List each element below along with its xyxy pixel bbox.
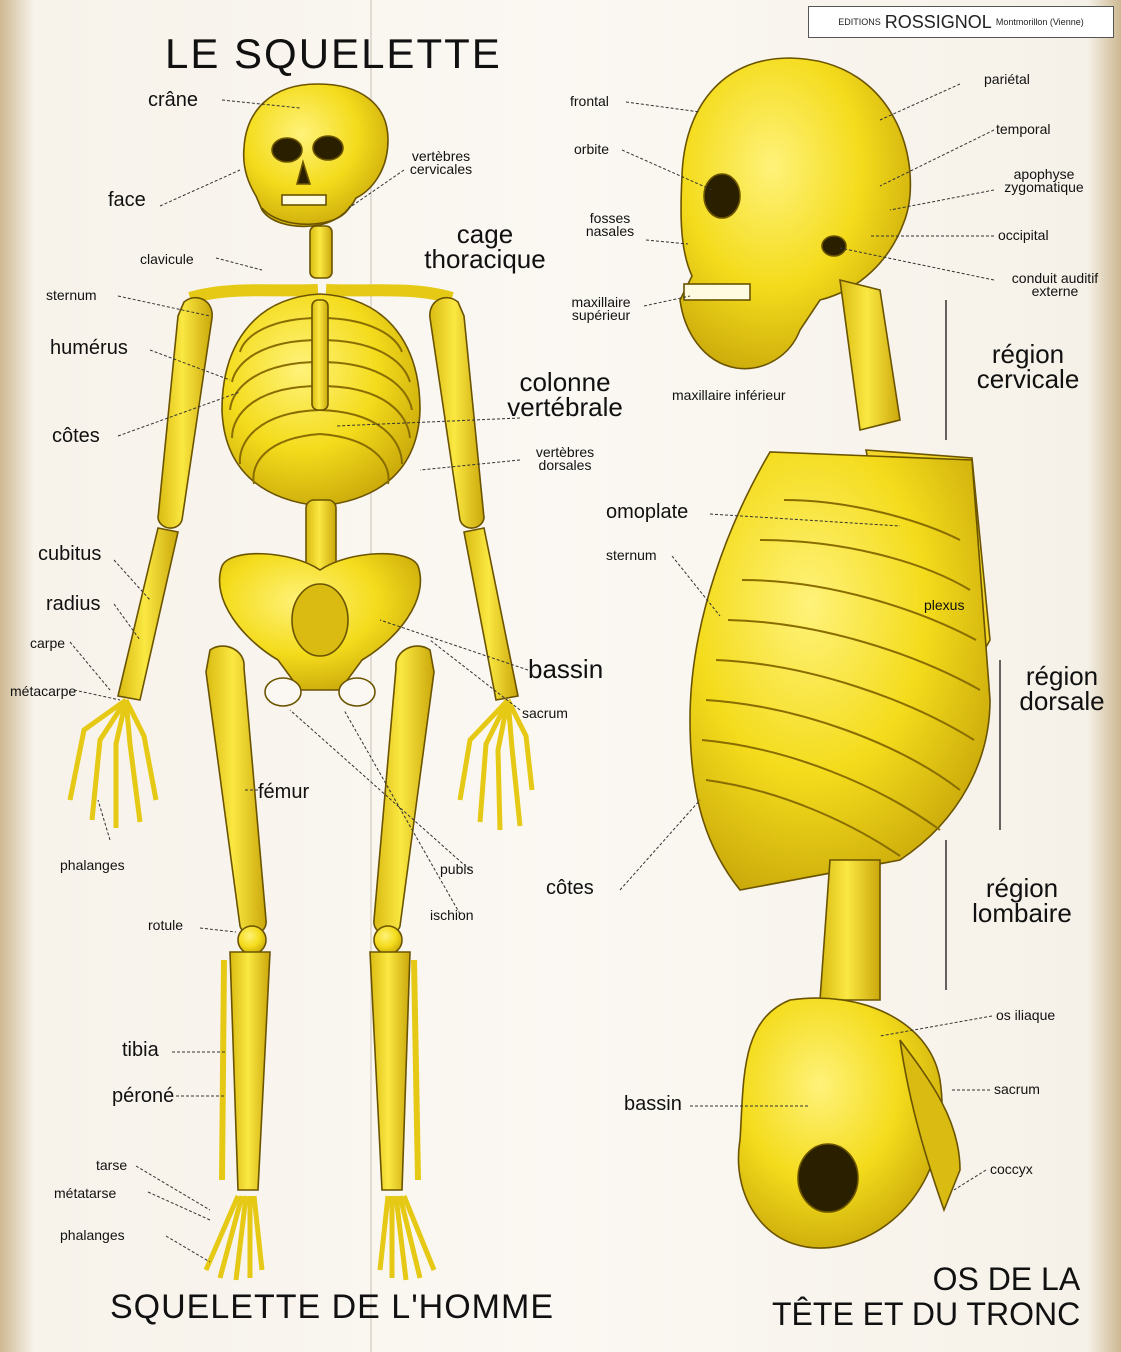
label-femur: fémur	[258, 782, 309, 802]
foot-left	[206, 1196, 262, 1280]
caption-left: SQUELETTE DE L'HOMME	[110, 1288, 554, 1327]
publisher-name: ROSSIGNOL	[885, 12, 992, 33]
label-clavicule: clavicule	[140, 252, 194, 266]
caption-right-line2: TÊTE ET DU TRONC	[772, 1297, 1080, 1332]
teeth	[282, 195, 326, 205]
label-perone: péroné	[112, 1086, 174, 1106]
publisher-place: Montmorillon (Vienne)	[996, 17, 1084, 27]
label-coccyx: coccyx	[990, 1162, 1033, 1176]
side-lumbar-spine	[820, 860, 880, 1000]
label-bassin: bassin	[528, 656, 603, 682]
label-humerus: humérus	[50, 338, 128, 358]
foot-right	[380, 1196, 434, 1280]
label-omoplate: omoplate	[606, 502, 688, 522]
label-sternum: sternum	[46, 288, 97, 302]
label-rotule: rotule	[148, 918, 183, 932]
label-maxillaire-inferieur: maxillaire inférieur	[672, 388, 786, 402]
label-sacrum-side: sacrum	[994, 1082, 1040, 1096]
hand-left	[70, 700, 156, 828]
label-maxillaire-superieur: maxillaire supérieur	[550, 296, 652, 323]
label-face: face	[108, 190, 146, 210]
label-vertebres-cervicales: vertèbres cervicales	[396, 150, 486, 177]
side-orbit	[704, 174, 740, 218]
fibula-left	[222, 960, 224, 1180]
label-vertebres-dorsales: vertèbres dorsales	[520, 446, 610, 473]
eye-socket-right	[313, 136, 343, 160]
label-cage-thoracique: cage thoracique	[410, 222, 560, 271]
label-os-iliaque: os iliaque	[996, 1008, 1055, 1022]
label-cotes: côtes	[52, 426, 100, 446]
poster-title: LE SQUELETTE	[165, 30, 502, 78]
label-cotes-side: côtes	[546, 878, 594, 898]
label-region-cervicale: région cervicale	[958, 342, 1098, 391]
label-ischion: ischion	[430, 908, 474, 922]
label-sternum-side: sternum	[606, 548, 657, 562]
label-region-dorsale: région dorsale	[1010, 664, 1114, 713]
eye-socket-left	[272, 138, 302, 162]
label-plexus: plexus	[924, 598, 964, 612]
label-fosses-nasales: fosses nasales	[570, 212, 650, 239]
label-sacrum: sacrum	[522, 706, 568, 720]
side-cervical-spine	[840, 280, 900, 430]
side-ear-canal	[822, 236, 846, 256]
sternum-bone	[312, 300, 328, 410]
publisher-stamp: EDITIONS ROSSIGNOL Montmorillon (Vienne)	[808, 6, 1114, 38]
tibia-right	[370, 952, 410, 1190]
femur-right	[374, 646, 434, 935]
publisher-editions: EDITIONS	[838, 17, 881, 27]
label-phalanges-pied: phalanges	[60, 1228, 125, 1242]
label-conduit-auditif-externe: conduit auditif externe	[996, 272, 1114, 299]
cervical-vertebrae	[310, 226, 332, 278]
side-teeth	[684, 284, 750, 300]
label-occipital: occipital	[998, 228, 1049, 242]
caption-right: OS DE LA TÊTE ET DU TRONC	[772, 1262, 1080, 1331]
label-cubitus: cubitus	[38, 544, 101, 564]
label-tibia: tibia	[122, 1040, 159, 1060]
side-pelvis	[738, 998, 942, 1248]
label-frontal: frontal	[570, 94, 609, 108]
acetabulum	[798, 1144, 858, 1212]
obturator-left	[265, 678, 301, 706]
label-radius: radius	[46, 594, 100, 614]
obturator-right	[339, 678, 375, 706]
label-bassin-side: bassin	[624, 1094, 682, 1114]
label-metatarse: métatarse	[54, 1186, 116, 1200]
caption-right-line1: OS DE LA	[772, 1262, 1080, 1297]
label-parietal: pariétal	[984, 72, 1030, 86]
label-temporal: temporal	[996, 122, 1050, 136]
patella-left	[238, 926, 266, 954]
label-tarse: tarse	[96, 1158, 127, 1172]
label-pubis: pubis	[440, 862, 473, 876]
forearm-left	[118, 528, 178, 700]
humerus-left	[158, 298, 212, 528]
tibia-left	[230, 952, 270, 1190]
label-carpe: carpe	[30, 636, 65, 650]
side-rib-cage	[690, 452, 990, 890]
label-crane: crâne	[148, 90, 198, 110]
sacrum-bone	[292, 584, 348, 656]
label-orbite: orbite	[574, 142, 609, 156]
label-apophyse-zygomatique: apophyse zygomatique	[984, 168, 1104, 195]
side-skeleton	[680, 58, 990, 1248]
label-phalanges-main: phalanges	[60, 858, 125, 872]
forearm-right	[464, 528, 518, 700]
fibula-right	[414, 960, 418, 1180]
patella-right	[374, 926, 402, 954]
label-metacarpe: métacarpe	[10, 684, 76, 698]
label-region-lombaire: région lombaire	[958, 876, 1086, 925]
label-colonne-vertebrale: colonne vertébrale	[490, 370, 640, 419]
humerus-right	[430, 298, 484, 528]
